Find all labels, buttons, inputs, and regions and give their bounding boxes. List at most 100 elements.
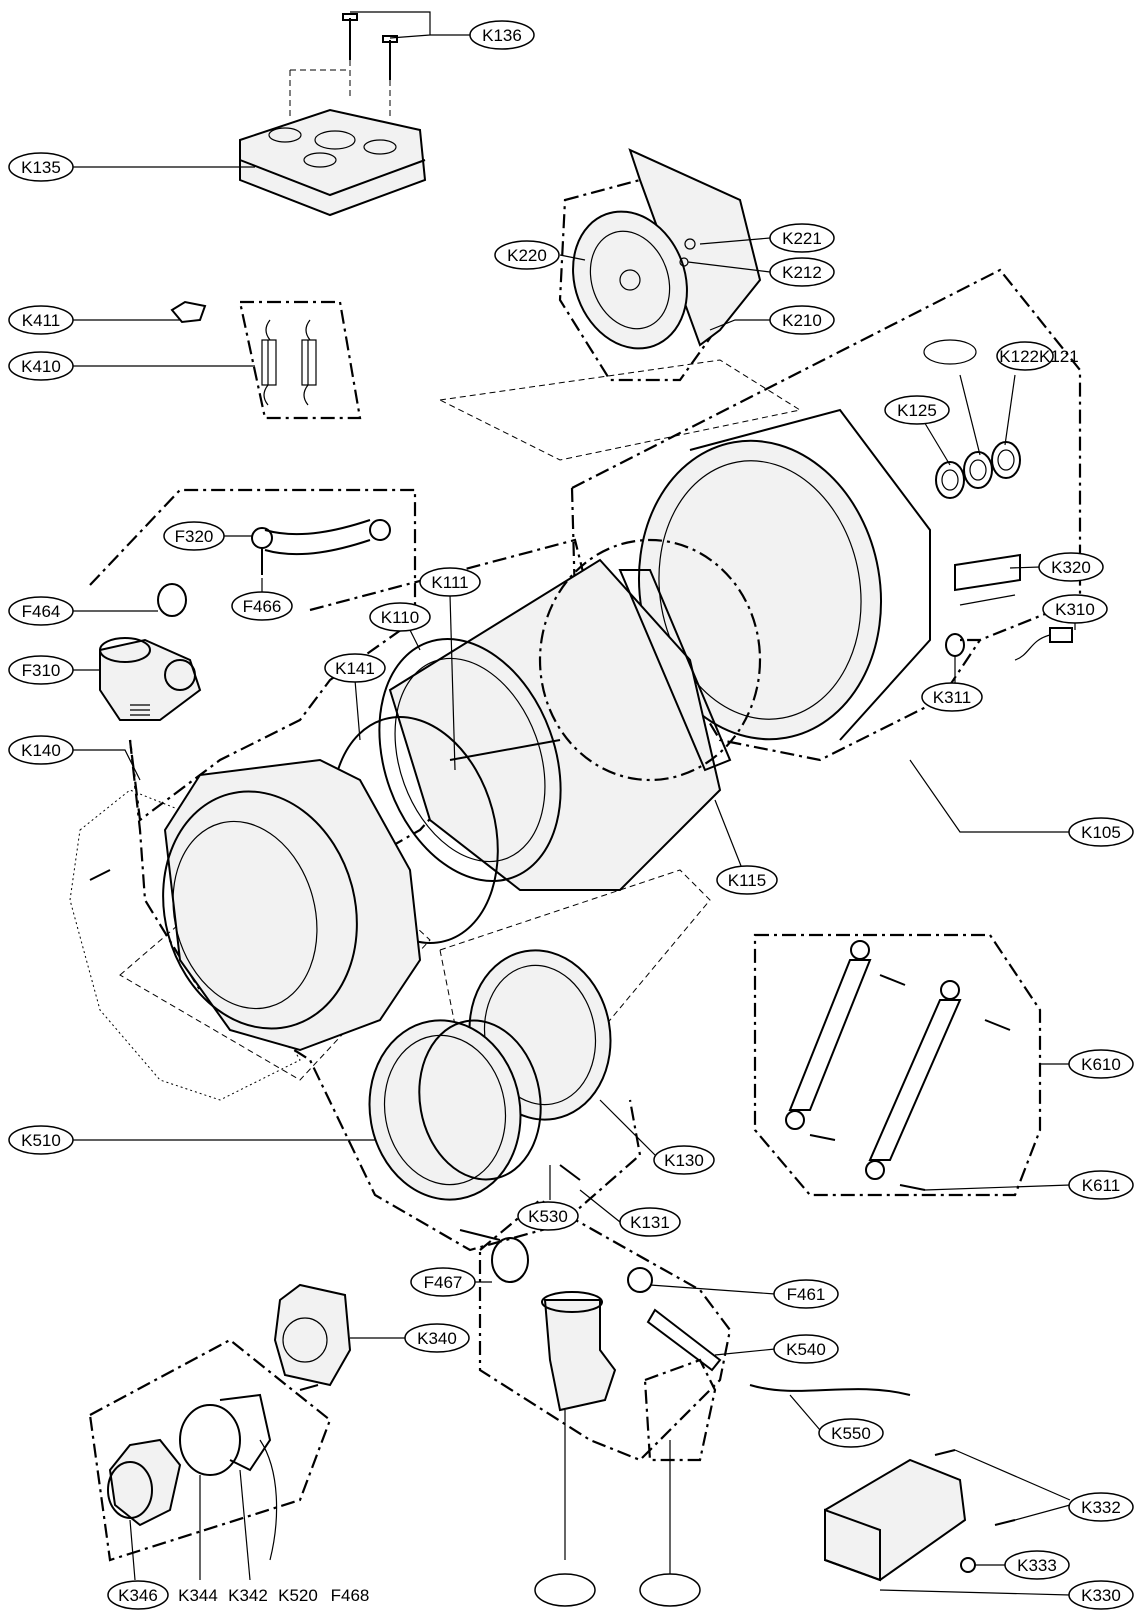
group-outline-hose (89, 488, 417, 823)
label-k330: K330 (1068, 1580, 1134, 1610)
svg-text:K136: K136 (482, 26, 522, 45)
placeholder-ellipse-drain (534, 1573, 596, 1607)
drain-hose-f467 (459, 1229, 617, 1560)
svg-text:K105: K105 (1081, 823, 1121, 842)
svg-text:K140: K140 (21, 741, 61, 760)
svg-text:K610: K610 (1081, 1055, 1121, 1074)
svg-text:K320: K320 (1051, 558, 1091, 577)
label-k111: K111 (419, 567, 481, 597)
label-k131: K131 (619, 1207, 681, 1237)
label-k610: K610 (1068, 1049, 1134, 1079)
svg-text:K221: K221 (782, 229, 822, 248)
label-k140: K140 (8, 735, 74, 765)
svg-text:K333: K333 (1017, 1556, 1057, 1575)
bracket-k330 (824, 1449, 1016, 1582)
springs-k410 (261, 319, 317, 406)
svg-text:K410: K410 (21, 357, 61, 376)
door-boot-k510 (368, 949, 612, 1201)
label-k342: K342 (228, 1586, 268, 1605)
svg-text:K122K121: K122K121 (999, 347, 1078, 366)
heater-k320 (954, 553, 1021, 606)
label-k510: K510 (8, 1125, 74, 1155)
pulley-k220 (572, 148, 762, 350)
label-f467: F467 (410, 1267, 476, 1297)
svg-text:F461: F461 (787, 1285, 826, 1304)
label-k115: K115 (716, 865, 778, 895)
label-k333: K333 (1004, 1550, 1070, 1580)
label-k210: K210 (769, 305, 835, 335)
group-outline-shock (753, 933, 1042, 1197)
screws-k136 (289, 13, 398, 120)
svg-text:K332: K332 (1081, 1498, 1121, 1517)
label-k130: K130 (653, 1145, 715, 1175)
svg-text:K330: K330 (1081, 1586, 1121, 1605)
filter-pump-k342 (107, 1393, 278, 1561)
gasket-k311 (945, 633, 965, 657)
svg-text:K346: K346 (118, 1586, 158, 1605)
label-k611: K611 (1068, 1170, 1134, 1200)
group-outline-front-tub (128, 739, 642, 1252)
top-cover-k135 (239, 108, 427, 217)
svg-text:K111: K111 (431, 573, 468, 592)
label-k344: K344 (178, 1586, 218, 1605)
pump-motor-k340 (273, 1283, 352, 1391)
front-tub-k140 (89, 758, 422, 1052)
svg-text:F468: F468 (331, 1586, 370, 1605)
wire-k550 (749, 1384, 911, 1396)
label-k340: K340 (404, 1323, 470, 1353)
label-f468: F468 (331, 1586, 370, 1605)
label-k136: K136 (469, 20, 535, 50)
svg-text:K611: K611 (1082, 1176, 1120, 1195)
label-k105: K105 (1068, 817, 1134, 847)
svg-text:K125: K125 (897, 401, 937, 420)
label-k320: K320 (1038, 552, 1104, 582)
group-outline-pulley (558, 178, 732, 382)
svg-text:K344: K344 (178, 1586, 218, 1605)
label-k346: K346 (107, 1580, 169, 1610)
label-k310: K310 (1042, 594, 1108, 624)
svg-text:K212: K212 (782, 263, 822, 282)
svg-text:F310: F310 (22, 661, 61, 680)
sensor-k310 (1014, 627, 1073, 661)
label-k540: K540 (773, 1334, 839, 1364)
svg-text:K510: K510 (21, 1131, 61, 1150)
svg-text:K220: K220 (507, 246, 547, 265)
svg-text:K110: K110 (381, 608, 419, 627)
group-outline-drain (478, 1198, 732, 1462)
svg-text:K411: K411 (22, 311, 60, 330)
group-outline-clamp (643, 1358, 717, 1462)
svg-text:F320: F320 (175, 527, 214, 546)
svg-text:K135: K135 (21, 158, 61, 177)
label-k410: K410 (8, 351, 74, 381)
svg-text:K530: K530 (528, 1207, 568, 1226)
svg-text:K130: K130 (664, 1151, 704, 1170)
group-outline-rear-bearing (571, 268, 1082, 642)
dispenser-f310 (99, 637, 202, 721)
svg-text:K540: K540 (786, 1340, 826, 1359)
clamp-f464 (157, 583, 187, 617)
label-f310: F310 (8, 655, 74, 685)
label-k110: K110 (369, 602, 431, 632)
svg-text:K342: K342 (228, 1586, 268, 1605)
svg-text:K115: K115 (728, 871, 766, 890)
group-outline-pump (88, 1338, 332, 1562)
label-k411: K411 (8, 305, 74, 335)
svg-text:K310: K310 (1055, 600, 1095, 619)
label-k125: K125 (884, 395, 950, 425)
plane-outline-front (119, 819, 431, 1081)
svg-text:K550: K550 (831, 1424, 871, 1443)
svg-text:K340: K340 (417, 1329, 457, 1348)
label-k220: K220 (494, 240, 560, 270)
label-f464: F464 (8, 596, 74, 626)
label-k135: K135 (8, 152, 74, 182)
svg-text:F464: F464 (22, 602, 61, 621)
bearings-k121-k125 (923, 339, 1021, 499)
label-k520: K520 (278, 1586, 318, 1605)
label-f466: F466 (231, 591, 293, 621)
placeholder-ellipse-clamp (639, 1573, 701, 1607)
svg-text:K141: K141 (335, 659, 375, 678)
label-k212: K212 (769, 257, 835, 287)
svg-text:K210: K210 (782, 311, 822, 330)
label-k122-k121: K122K121 (996, 341, 1079, 371)
